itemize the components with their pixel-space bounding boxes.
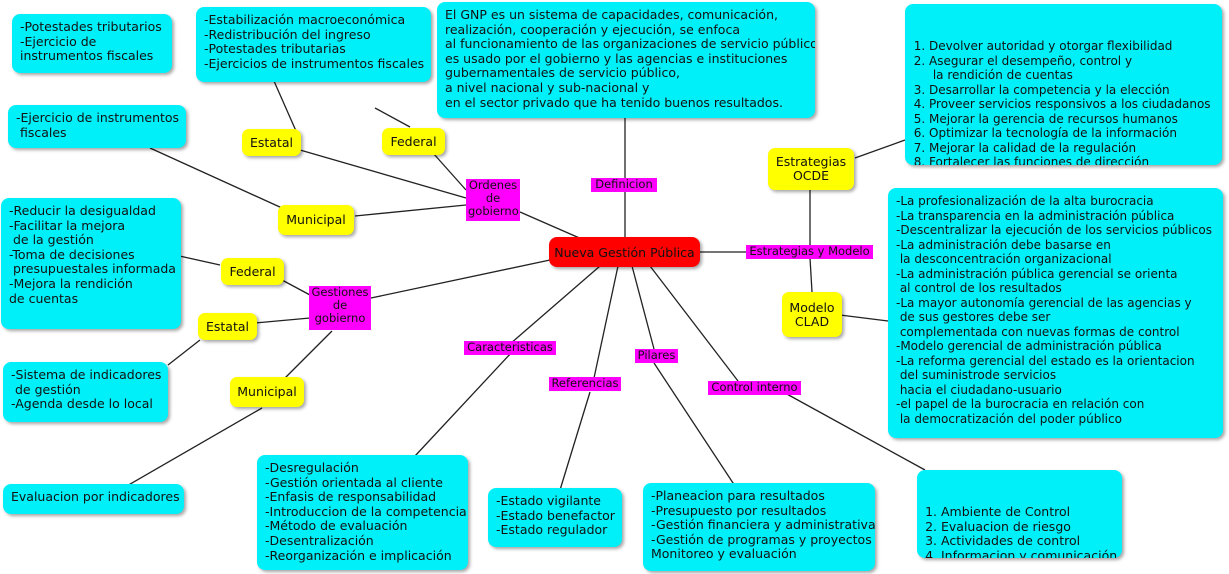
ocde-strategy-list: Devolver autoridad y otorgar flexibilida… <box>907 39 1214 165</box>
central-topic[interactable]: Nueva Gestión Pública <box>549 237 700 267</box>
box-municipal-gestiones: Evaluacion por indicadores <box>3 484 184 514</box>
line-center-caracteristicas <box>509 265 601 345</box>
branch-gestiones-de-gobierno[interactable]: Gestiones de gobierno <box>309 286 371 330</box>
box-definicion: El GNP es un sistema de capacidades, com… <box>437 2 815 118</box>
box-estatal-ordenes: -Potestades tributarios -Ejercicio de in… <box>12 14 172 73</box>
box-referencias: -Estado vigilante -Estado benefactor -Es… <box>488 488 622 547</box>
box-caracteristicas: -Desregulación -Gestión orientada al cli… <box>257 455 468 570</box>
box-control-interno: Ambiente de ControlEvaluacion de riesgoA… <box>917 470 1122 558</box>
branch-ordenes-de-gobierno[interactable]: Ordenes de gobierno <box>466 179 520 221</box>
branch-definicion[interactable]: Definicion <box>591 178 657 192</box>
ocde-strategy-item: Desarrollar la competencia y la elección <box>929 83 1214 98</box>
ocde-strategy-item: Mejorar la calidad de la regulación <box>929 141 1214 156</box>
box-pilares: -Planeacion para resultados -Presupuesto… <box>643 483 875 571</box>
box-federal-gestiones: -Reducir la desigualdad -Facilitar la me… <box>1 198 181 329</box>
line-center-referencias <box>593 265 619 379</box>
node-federal-gestiones[interactable]: Federal <box>221 258 284 285</box>
node-modelo-clad[interactable]: Modelo CLAD <box>782 292 842 337</box>
branch-referencias[interactable]: Referencias <box>549 377 621 391</box>
node-municipal-gestiones[interactable]: Municipal <box>230 377 304 407</box>
box-estatal-gestiones: -Sistema de indicadores de gestión -Agen… <box>3 362 168 422</box>
node-estatal-ordenes[interactable]: Estatal <box>242 129 301 156</box>
control-interno-item: Actividades de control <box>941 534 1114 549</box>
control-interno-list: Ambiente de ControlEvaluacion de riesgoA… <box>919 505 1117 558</box>
ocde-strategy-item: Devolver autoridad y otorgar flexibilida… <box>929 39 1214 54</box>
branch-caracteristicas[interactable]: Caracteristicas <box>464 341 556 355</box>
branch-estrategias-y-modelo[interactable]: Estrategias y Modelo <box>746 245 873 259</box>
box-federal-ordenes: -Estabilización macroeconómica -Redistri… <box>196 7 431 82</box>
box-estrategias-ocde: Devolver autoridad y otorgar flexibilida… <box>905 4 1222 165</box>
line-center-gestiones <box>370 259 551 299</box>
node-estatal-gestiones[interactable]: Estatal <box>198 313 257 340</box>
branch-pilares[interactable]: Pilares <box>635 349 678 363</box>
control-interno-item: Ambiente de Control <box>941 505 1114 520</box>
node-federal-ordenes[interactable]: Federal <box>382 128 445 155</box>
ocde-strategy-item: Fortalecer las funciones de dirección de… <box>929 155 1214 165</box>
box-municipal-ordenes: -Ejercicio de instrumentos fiscales <box>8 105 186 148</box>
control-interno-item: Informacion y comunicación <box>941 548 1117 558</box>
node-estrategias-ocde[interactable]: Estrategias OCDE <box>768 148 854 190</box>
line-center-pilares <box>631 265 655 350</box>
ocde-strategy-item: Optimizar la tecnología de la informació… <box>929 126 1214 141</box>
line-center-control <box>649 265 739 382</box>
line-center-ordenes <box>519 211 585 241</box>
node-municipal-ordenes[interactable]: Municipal <box>278 205 354 235</box>
box-modelo-clad: -La profesionalización de la alta burocr… <box>888 188 1223 438</box>
ocde-strategy-item: Proveer servicios responsivos a los ciud… <box>929 97 1214 112</box>
ocde-strategy-item: Asegurar el desempeño, control y la rend… <box>929 54 1214 83</box>
branch-control-interno[interactable]: Control interno <box>708 381 801 395</box>
control-interno-item: Evaluacion de riesgo <box>941 519 1114 535</box>
ocde-strategy-item: Mejorar la gerencia de recursos humanos <box>929 112 1214 127</box>
